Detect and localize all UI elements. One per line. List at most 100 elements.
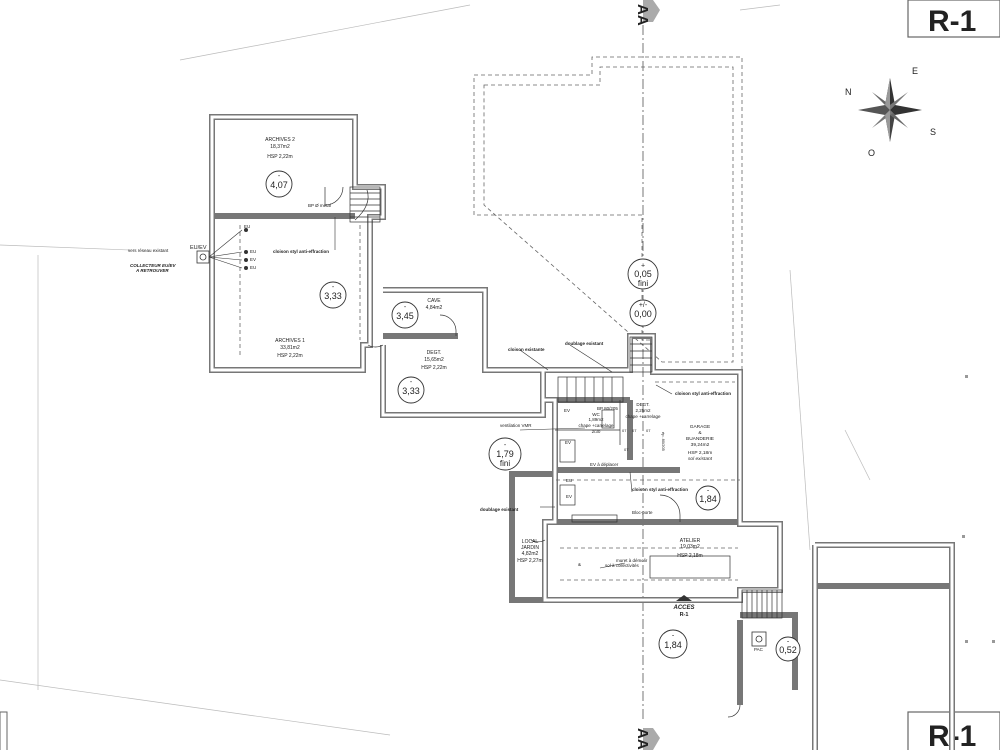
note-rm-vertical: ép. 80/205 — [661, 432, 666, 452]
level-sign: - — [332, 284, 335, 291]
note-cloison-garage-2: cloison styl anti-effraction — [632, 487, 688, 492]
site-markers — [962, 375, 995, 643]
level-value: 0,05 — [634, 269, 652, 279]
level-value: 1,84 — [664, 640, 682, 650]
svg-text:WC: WC — [592, 412, 600, 417]
level-markers: -4,07-3,33-3,45-3,33+0,05fini+/-0,00-1,7… — [265, 170, 801, 662]
level-value: 3,33 — [402, 386, 420, 396]
section-marker-bottom: AA — [634, 728, 660, 750]
note-vers-reseau: vers réseau existant — [128, 248, 169, 253]
note-ventilation: ventilation VMR — [500, 423, 532, 428]
svg-text:DEGT.: DEGT. — [636, 402, 649, 407]
note-sol-collectivites: sol à collectivités — [605, 563, 640, 568]
svg-text:LOCAL: LOCAL — [522, 539, 539, 545]
level-value: 0,00 — [634, 309, 652, 319]
site-context-lines — [0, 4, 871, 736]
svg-text:2,25m2: 2,25m2 — [635, 408, 651, 413]
svg-text:ATELIER: ATELIER — [680, 538, 701, 544]
svg-text:4,84m2: 4,84m2 — [426, 305, 443, 311]
svg-text:HSP 2,27m: HSP 2,27m — [517, 558, 542, 564]
drain-manhole — [196, 228, 248, 270]
note-eu-2: EU — [250, 249, 256, 254]
stairs-archives — [349, 186, 381, 223]
note-bp-metal: BP Ø metal — [308, 203, 331, 208]
doors — [324, 186, 741, 718]
svg-text:33,81m2: 33,81m2 — [280, 345, 300, 351]
note-eu-1: EU — [244, 224, 250, 229]
svg-text:HSP 2,22m: HSP 2,22m — [267, 154, 292, 160]
svg-text:2/30: 2/30 — [592, 429, 601, 434]
note-muret: muret à démolir — [616, 558, 648, 563]
note-eu-3: EU — [250, 265, 256, 270]
svg-text:HSP 2,22m: HSP 2,22m — [277, 353, 302, 359]
level-sign: + — [641, 262, 645, 269]
note-bloc-porte: Bloc-porte — [632, 510, 653, 515]
svg-text:19,03m2: 19,03m2 — [680, 544, 700, 550]
note-euev: EU/EV — [190, 245, 207, 251]
pac-unit — [751, 631, 767, 647]
level-marker: -3,33 — [397, 376, 425, 404]
note-cloison-archives: cloison styl anti-effraction — [273, 249, 329, 254]
level-value: 4,07 — [270, 180, 288, 190]
room-cave: CAVE 4,84m2 — [426, 298, 443, 311]
note-bp-wc: BP 80/205 — [597, 406, 618, 411]
svg-text:4,82m2: 4,82m2 — [522, 551, 539, 557]
note-mark-ev-2: EV — [565, 440, 571, 445]
room-degt-2: DEGT. 2,25m2 chape +carrelage — [626, 402, 661, 419]
upper-level-outline-inner — [483, 66, 734, 363]
upper-level-outline — [473, 56, 743, 371]
level-sign: - — [707, 488, 710, 495]
svg-text:ACCES: ACCES — [672, 605, 694, 611]
section-label-top: AA — [634, 4, 651, 26]
note-collecteur-1: COLLECTEUR EU/EV — [130, 263, 177, 268]
stairs-exterior — [741, 589, 783, 619]
note-cloison-existante: cloison existante — [508, 347, 545, 352]
level-marker: -1,84 — [695, 485, 721, 511]
svg-text:15,65m2: 15,65m2 — [424, 357, 444, 363]
compass-o: O — [868, 148, 875, 158]
svg-text:chape +carrelage: chape +carrelage — [626, 414, 661, 419]
level-sign: - — [410, 379, 413, 386]
room-atelier: ATELIER 19,03m2 HSP 2,18m — [677, 538, 702, 559]
svg-text:sol existant: sol existant — [688, 456, 713, 462]
room-degt-1: DEGT. 15,65m2 HSP 2,22m — [421, 350, 446, 371]
section-marker-top: AA — [634, 0, 660, 26]
svg-text:1,89m2: 1,89m2 — [588, 417, 604, 422]
svg-text:chape +carrelage: chape +carrelage — [579, 423, 614, 428]
note-collecteur-2: A RETROUVER — [135, 268, 169, 273]
note-mark-eu-1: EU — [566, 478, 572, 483]
note-rm-1: 07 — [622, 428, 627, 433]
svg-text:ARCHIVES 2: ARCHIVES 2 — [265, 137, 295, 143]
note-amp: & — [578, 562, 581, 567]
room-wc: WC 1,89m2 chape +carrelage 2/30 — [579, 412, 614, 434]
svg-text:JARDIN: JARDIN — [521, 545, 539, 551]
level-sign: +/- — [639, 302, 648, 309]
compass-e: E — [912, 66, 918, 76]
compass-n: N — [845, 87, 852, 97]
compass-s: S — [930, 127, 936, 137]
level-sign: - — [278, 173, 281, 180]
note-doublage-left: doublage existant — [480, 507, 519, 512]
note-ev-1: EV — [250, 257, 256, 262]
corner-frame-bottom-left — [0, 711, 8, 750]
svg-text:CAVE: CAVE — [427, 298, 441, 304]
level-marker: -1,84 — [658, 629, 688, 659]
garage-fixtures — [559, 409, 731, 579]
room-local-jardin: LOCAL JARDIN 4,82m2 HSP 2,27m — [517, 539, 542, 564]
svg-text:DEGT.: DEGT. — [427, 350, 442, 356]
note-cloison-garage: cloison styl anti-effraction — [675, 391, 731, 396]
acces-marker: ACCES R-1 — [672, 595, 695, 618]
leader-lines — [334, 217, 673, 569]
level-sign: - — [787, 639, 790, 646]
level-suffix: fini — [500, 459, 510, 468]
level-suffix: fini — [638, 279, 648, 288]
svg-text:HSP 2,22m: HSP 2,22m — [421, 365, 446, 371]
svg-text:39,24m2: 39,24m2 — [691, 442, 710, 448]
svg-text:&: & — [698, 430, 702, 436]
room-garage: GARAGE & BUANDERIE 39,24m2 HSP 2,18m sol… — [686, 424, 714, 462]
svg-text:18,37m2: 18,37m2 — [270, 144, 290, 150]
compass-rose: N E S O — [845, 66, 936, 158]
level-sign: - — [672, 633, 675, 640]
sheet-title-top: R-1 — [907, 0, 1000, 38]
